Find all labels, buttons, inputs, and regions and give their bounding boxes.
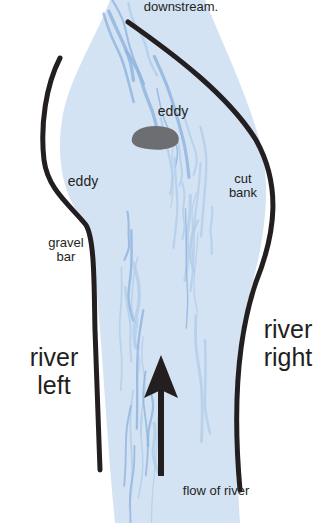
flow-arrow-head <box>144 355 178 398</box>
water-streak <box>196 315 203 441</box>
water-streak <box>171 145 173 207</box>
water-streak <box>120 268 122 390</box>
eddy-label: eddy <box>150 104 196 119</box>
water-streak <box>124 212 129 260</box>
water-streak <box>173 158 177 248</box>
water-streak <box>143 371 147 475</box>
water-streak <box>179 143 183 186</box>
water-streak <box>124 406 131 486</box>
flow-arrow-shaft <box>158 385 164 476</box>
water-streak <box>210 207 212 254</box>
water-streak <box>148 390 153 446</box>
water-streak <box>191 163 201 291</box>
bar-label: gravel bar <box>44 236 88 265</box>
side-label: river left <box>18 344 90 399</box>
rock <box>132 126 179 150</box>
water-streak <box>135 318 140 373</box>
side-label: river right <box>252 316 324 371</box>
water-streak <box>130 446 135 523</box>
direction-note: downstream. <box>136 0 226 14</box>
water-streak <box>112 0 144 84</box>
water-streak <box>104 14 134 102</box>
water-streak <box>152 417 158 523</box>
bank-label: cut bank <box>220 172 266 201</box>
eddy-label: eddy <box>60 174 106 189</box>
water-streak <box>125 287 131 362</box>
water-streak <box>182 183 184 240</box>
water-streaks <box>104 0 213 523</box>
water-streak <box>185 209 187 328</box>
left-bank <box>43 58 100 470</box>
water-streak <box>205 340 210 433</box>
right-bank <box>128 22 273 490</box>
water-streak <box>200 127 206 236</box>
flow-label: flow of river <box>166 484 266 498</box>
water-streak <box>132 257 138 327</box>
